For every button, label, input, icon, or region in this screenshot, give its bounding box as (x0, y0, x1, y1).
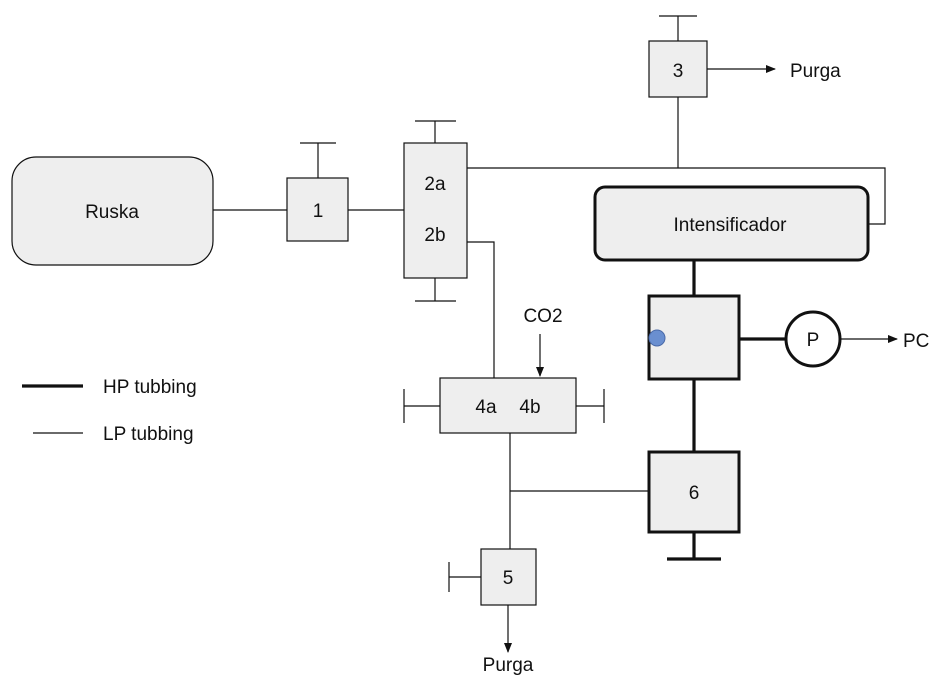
intensificador-label: Intensificador (673, 215, 787, 236)
intensificador-box (593, 185, 870, 262)
valve-1[interactable]: 1 (286, 142, 349, 242)
purga-top-label: Purga (790, 61, 841, 82)
legend: HP tubbing LP tubbing (22, 377, 197, 445)
valve-2-box[interactable] (403, 142, 468, 279)
pressure-gauge: P PC (784, 310, 929, 368)
valve-6-box[interactable] (647, 450, 741, 534)
valve-4a-label: 4a (475, 397, 497, 418)
valve-5[interactable]: 5 Purga (448, 548, 537, 675)
ruska-box (11, 156, 214, 266)
valve-5-label: 5 (503, 568, 514, 589)
valve-3[interactable]: 3 Purga (648, 15, 841, 98)
valve-3-box[interactable] (648, 40, 708, 98)
co2-label: CO2 (523, 306, 562, 327)
lp-lines (213, 97, 886, 549)
valve-6[interactable]: 6 (647, 450, 741, 561)
pc-label: PC (903, 331, 929, 352)
line-valve2a-intensificador (467, 167, 886, 225)
cell-box (647, 294, 741, 381)
hp-lines (692, 260, 786, 452)
valve-6-label: 6 (689, 483, 700, 504)
valve-1-box[interactable] (286, 177, 349, 242)
valve-4[interactable]: 4a 4b CO2 (403, 306, 605, 434)
sensor-dot-icon (648, 329, 666, 347)
valve-2[interactable]: 2a 2b (403, 120, 468, 302)
valve-4b-label: 4b (519, 397, 540, 418)
purga-bottom-label: Purga (483, 655, 534, 675)
valve-2a-label: 2a (424, 174, 446, 195)
valve-1-label: 1 (313, 201, 324, 222)
pressure-label: P (807, 330, 820, 351)
line-valve2b-valve4 (467, 241, 495, 378)
valve-4-box[interactable] (439, 377, 577, 434)
intensificador: Intensificador (593, 185, 870, 262)
ruska-label: Ruska (85, 202, 139, 223)
ruska-pump: Ruska (11, 156, 214, 266)
cell (647, 294, 741, 381)
valve-3-label: 3 (673, 61, 684, 82)
legend-hp-label: HP tubbing (103, 377, 197, 398)
valve-2b-label: 2b (424, 225, 445, 246)
legend-lp-label: LP tubbing (103, 424, 194, 445)
